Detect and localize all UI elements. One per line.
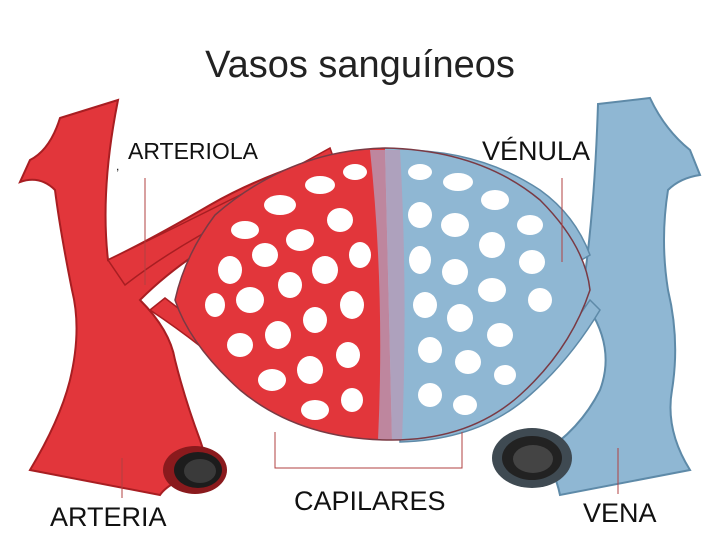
svg-text:,: , <box>116 159 119 173</box>
label-capilares: CAPILARES <box>294 486 446 517</box>
label-arteriola: ARTERIOLA <box>128 138 258 165</box>
label-arteria: ARTERIA <box>50 502 167 533</box>
label-venula: VÉNULA <box>482 136 590 167</box>
label-vena: VENA <box>583 498 657 529</box>
